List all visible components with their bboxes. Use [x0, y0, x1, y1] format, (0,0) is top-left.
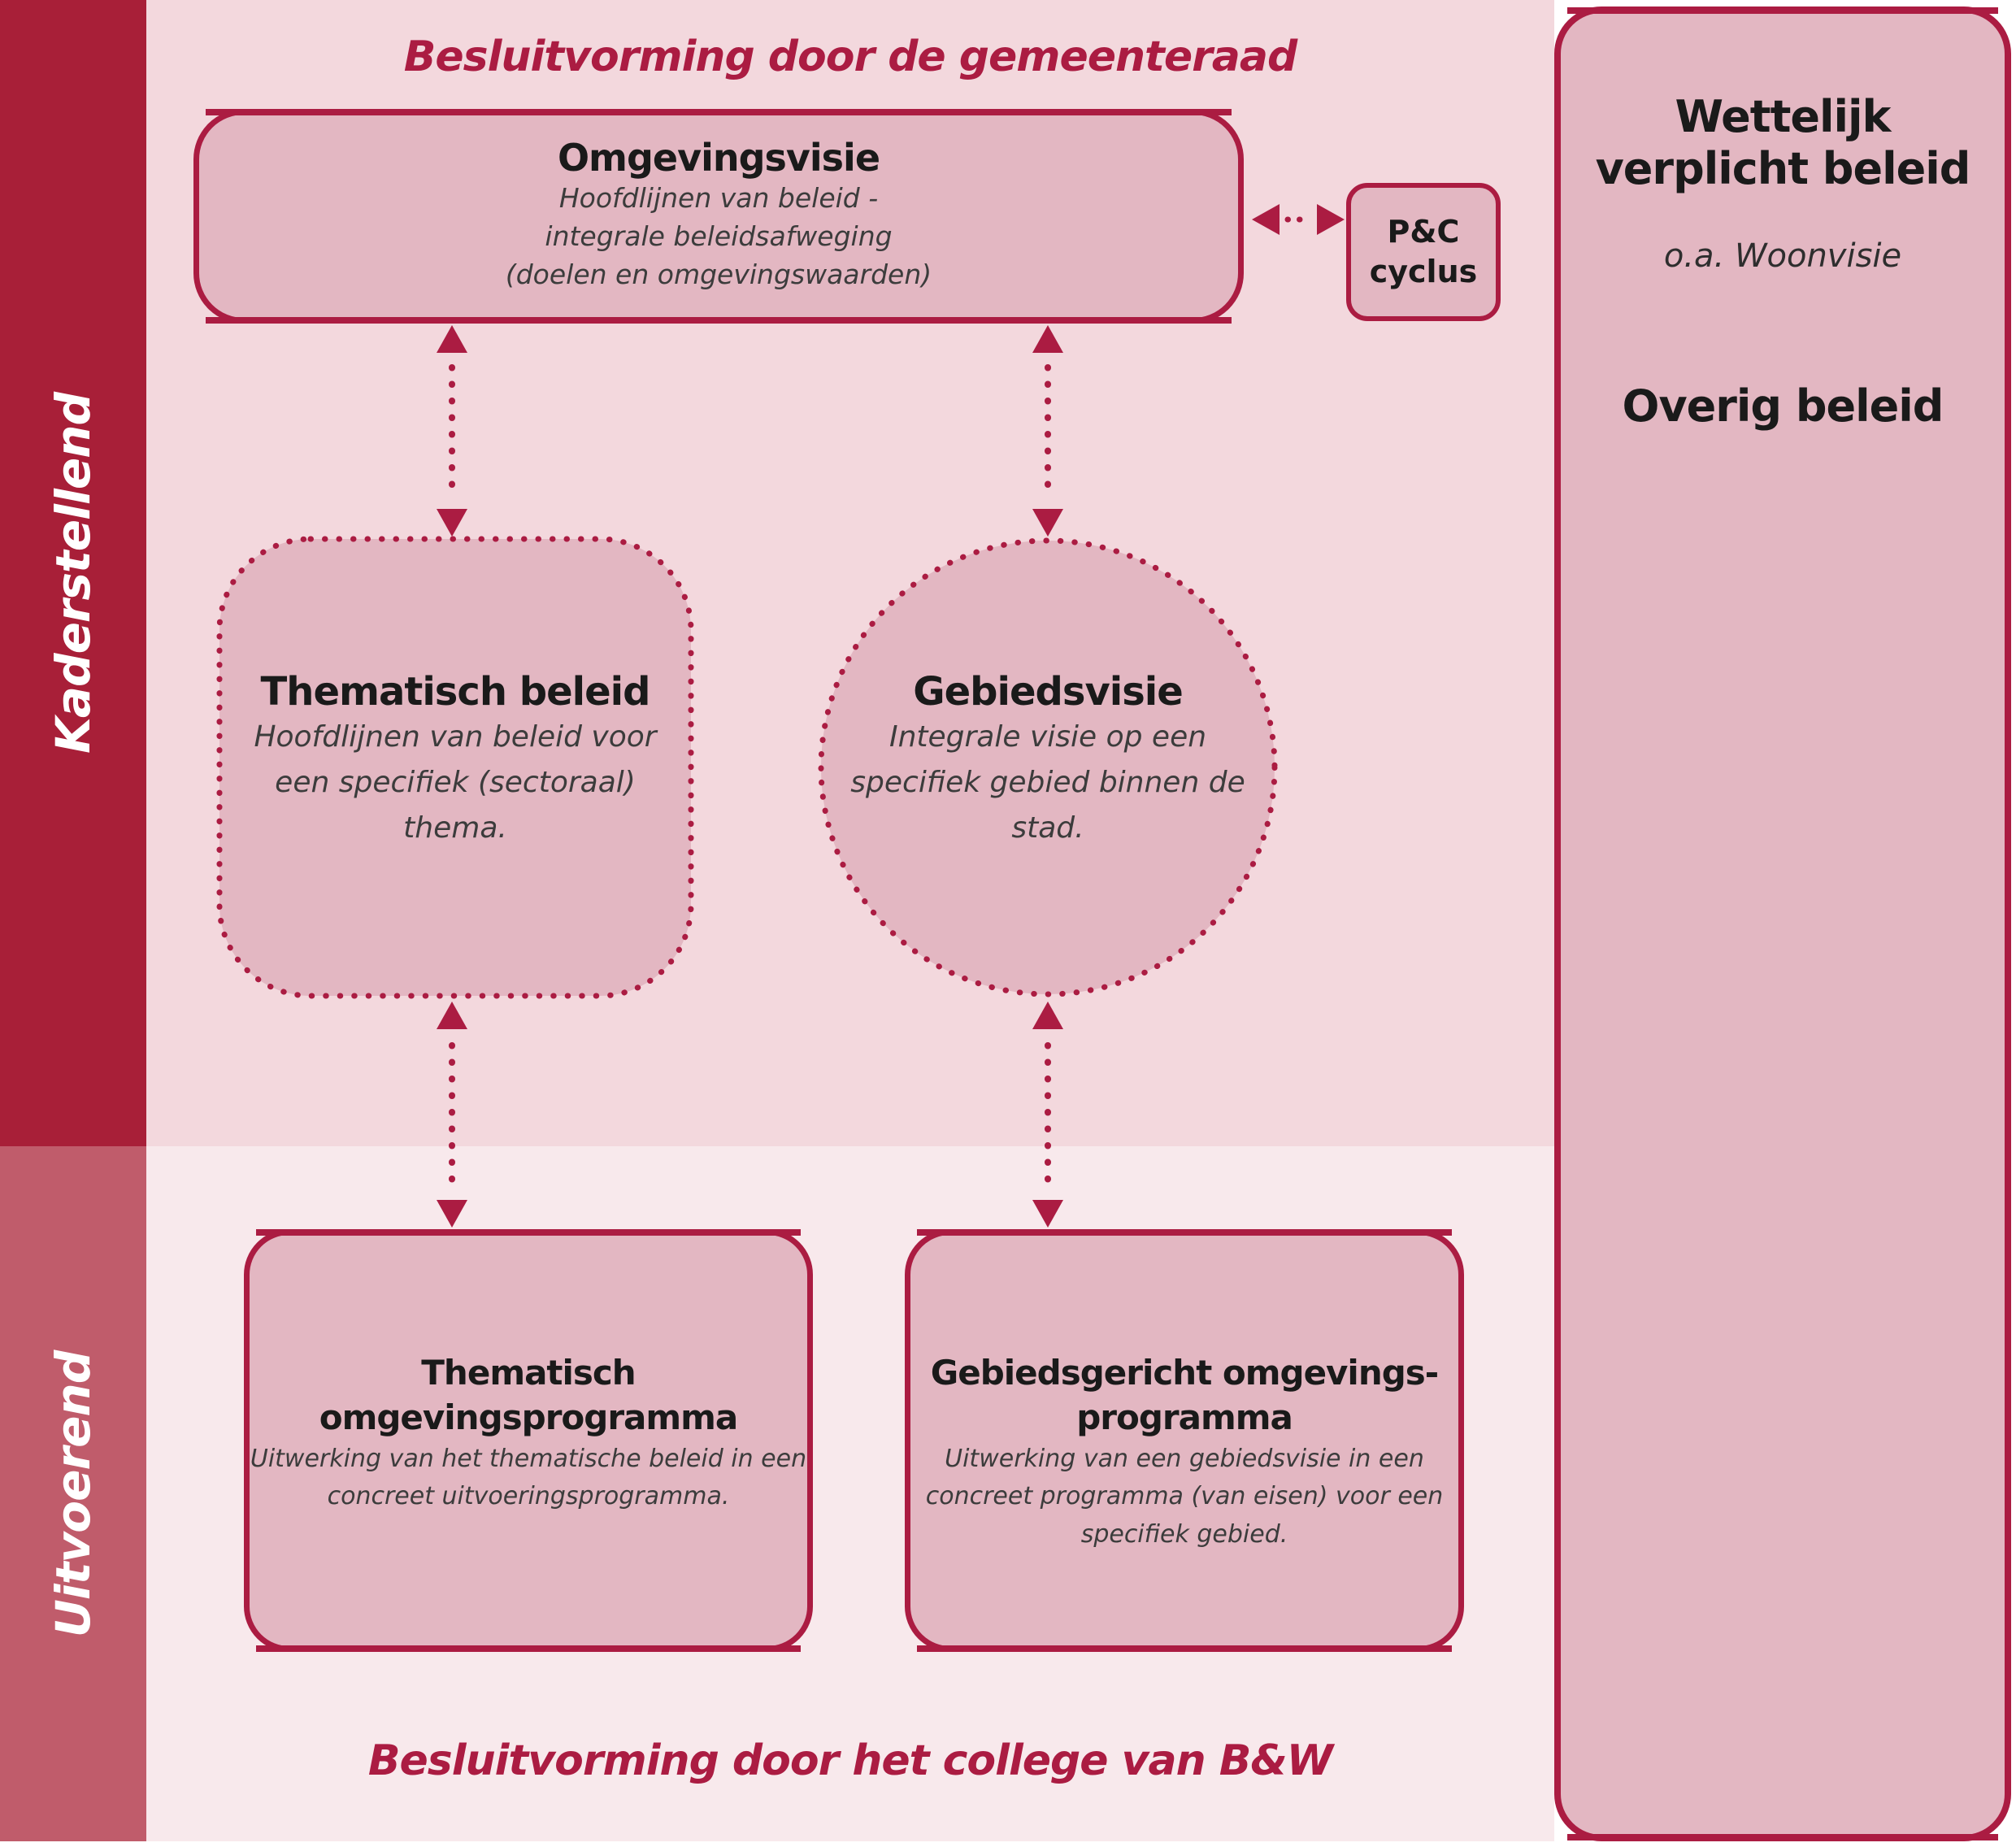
- gebiedsvisie-shape: Gebiedsvisie Integrale visie op een spec…: [820, 539, 1275, 996]
- sidebar-band-uitvoerend: Uitvoerend: [0, 1146, 146, 1841]
- thematisch-programma-line: concreet uitvoeringsprogramma.: [327, 1482, 730, 1511]
- pc-cyclus-label-line: P&C: [1387, 213, 1460, 250]
- gebiedsgericht-programma-line: concreet programma (van eisen) voor een: [925, 1482, 1444, 1511]
- title-gemeenteraad: Besluitvorming door de gemeenteraad: [403, 33, 1297, 81]
- thematisch-programma-title-line: Thematisch: [421, 1353, 636, 1393]
- omgevingsvisie-line: integrale beleidsafweging: [545, 219, 893, 252]
- thematisch-beleid-shape: Thematisch beleid Hoofdlijnen van beleid…: [219, 539, 691, 996]
- gebiedsvisie-line: Integrale visie op een: [889, 720, 1207, 754]
- sidebar-band-kaderstellend: Kaderstellend: [0, 0, 146, 1146]
- pc-cyclus-box: P&C cyclus: [1346, 183, 1501, 321]
- omgevingsvisie-title: Omgevingsvisie: [557, 136, 880, 180]
- woonvisie-subtitle: o.a. Woonvisie: [1663, 237, 1902, 275]
- thematisch-beleid-title: Thematisch beleid: [260, 669, 651, 715]
- gebiedsvisie-title: Gebiedsvisie: [913, 669, 1184, 715]
- title-college-bw: Besluitvorming door het college van B&W: [367, 1736, 1333, 1785]
- kaderstellend-label: Kaderstellend: [46, 392, 102, 754]
- gebiedsvisie-line: stad.: [1011, 811, 1084, 845]
- thematisch-omgevingsprogramma-box: Thematisch omgevingsprogramma Uitwerking…: [244, 1229, 813, 1652]
- thematisch-programma-title-line: omgevingsprogramma: [319, 1397, 739, 1438]
- pc-cyclus-label-line: cyclus: [1369, 254, 1478, 289]
- omgevingsvisie-line: Hoofdlijnen van beleid -: [558, 182, 879, 214]
- thematisch-programma-line: Uitwerking van het thematische beleid in…: [250, 1444, 807, 1473]
- omgevingsvisie-line: (doelen en omgevingswaarden): [505, 258, 932, 290]
- gebiedsgericht-programma-title-line: programma: [1076, 1397, 1293, 1438]
- gebiedsvisie-line: specifiek gebied binnen de: [850, 766, 1245, 800]
- wettelijk-verplicht-beleid-title: Wettelijk verplicht beleid: [1595, 91, 1971, 194]
- right-policy-panel: Wettelijk verplicht beleid o.a. Woonvisi…: [1554, 7, 2011, 1841]
- omgevingsvisie-box: Omgevingsvisie Hoofdlijnen van beleid - …: [193, 109, 1244, 324]
- gebiedsgericht-programma-title-line: Gebiedsgericht omgevings-: [930, 1353, 1439, 1393]
- gebiedsgericht-programma-line: Uitwerking van een gebiedsvisie in een: [945, 1444, 1424, 1473]
- gebiedsgericht-programma-line: specifiek gebied.: [1080, 1519, 1288, 1549]
- thematisch-beleid-line: een specifiek (sectoraal): [275, 766, 636, 800]
- overig-beleid-title: Overig beleid: [1622, 380, 1944, 432]
- gebiedsgericht-omgevingsprogramma-box: Gebiedsgericht omgevings- programma Uitw…: [905, 1229, 1464, 1652]
- thematisch-beleid-line: thema.: [403, 811, 507, 845]
- uitvoerend-label: Uitvoerend: [46, 1350, 102, 1637]
- thematisch-beleid-line: Hoofdlijnen van beleid voor: [254, 720, 657, 754]
